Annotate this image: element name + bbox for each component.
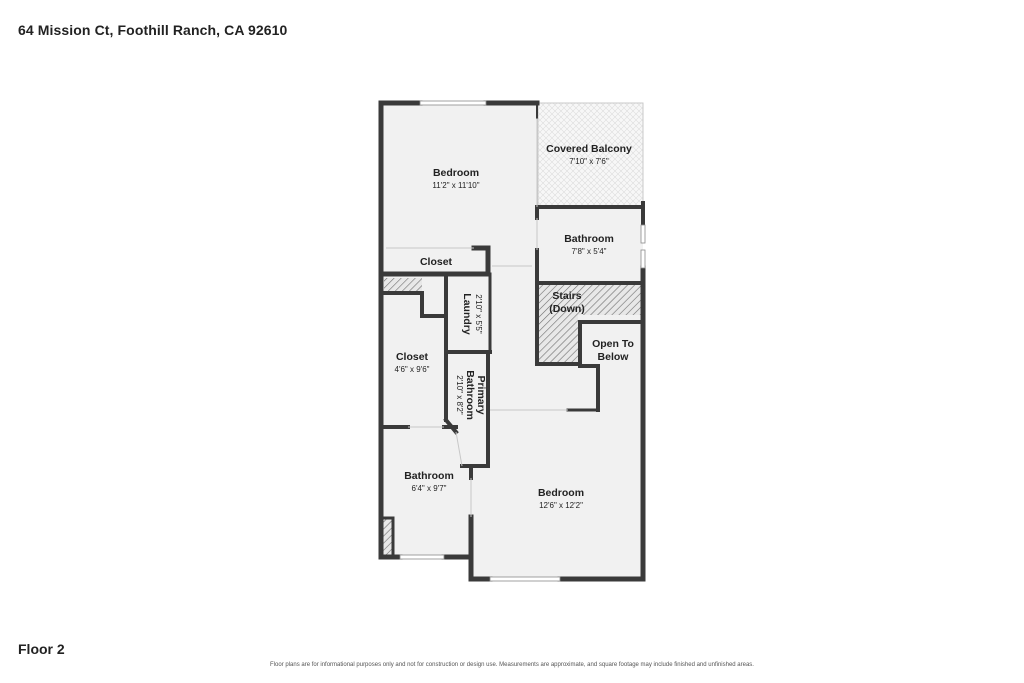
room-bedroom-top: Bedroom 11'2" x 11'10" [432, 167, 479, 190]
room-stairs: Stairs (Down) [549, 290, 585, 315]
room-dimensions: 12'6" x 12'2" [539, 501, 583, 510]
room-name-line1: Open To [592, 338, 634, 350]
closet-hatch [384, 278, 422, 294]
room-name: Closet [396, 351, 429, 363]
room-name-line1: Primary [475, 375, 487, 414]
room-name-line2: (Down) [549, 303, 585, 315]
room-closet-top: Closet [420, 256, 453, 268]
room-bathroom-bottom: Bathroom 6'4" x 9'7" [404, 470, 454, 493]
room-dimensions: 6'4" x 9'7" [412, 484, 447, 493]
room-dimensions: 11'2" x 11'10" [432, 181, 479, 190]
room-name: Laundry [461, 293, 473, 335]
room-name: Covered Balcony [546, 143, 632, 155]
room-name-line1: Stairs [552, 290, 581, 302]
room-name: Bedroom [433, 167, 479, 179]
room-dimensions: 2'10" x 5'5" [474, 294, 483, 334]
room-bathroom-top: Bathroom 7'8" x 5'4" [564, 233, 614, 256]
room-name: Bathroom [564, 233, 614, 245]
walls [378, 100, 646, 582]
room-dimensions: 2'10" x 8'2" [455, 375, 464, 415]
room-dimensions: 7'10" x 7'6" [569, 157, 609, 166]
door-openings [386, 118, 568, 517]
windows [399, 100, 646, 582]
room-name: Bedroom [538, 487, 584, 499]
stairs-hatch-side [538, 285, 578, 363]
covered-balcony-area [537, 102, 644, 208]
room-name: Closet [420, 256, 453, 268]
room-name: Bathroom [404, 470, 454, 482]
room-name-line2: Below [598, 351, 630, 363]
property-address: 64 Mission Ct, Foothill Ranch, CA 92610 [18, 22, 288, 38]
floor-fill [381, 103, 643, 579]
room-covered-balcony: Covered Balcony 7'10" x 7'6" [546, 143, 632, 166]
room-laundry: Laundry 2'10" x 5'5" [461, 293, 483, 335]
room-open-below: Open To Below [592, 338, 634, 363]
room-dimensions: 7'8" x 5'4" [572, 247, 607, 256]
room-name-line2: Bathroom [464, 370, 476, 420]
room-closet-left: Closet 4'6" x 9'6" [395, 351, 430, 374]
room-dimensions: 4'6" x 9'6" [395, 365, 430, 374]
room-primary-bathroom: Primary Bathroom 2'10" x 8'2" [455, 370, 487, 420]
disclaimer-text: Floor plans are for informational purpos… [270, 662, 754, 668]
floor-label: Floor 2 [18, 641, 65, 657]
bath-hatch [383, 518, 393, 556]
room-bedroom-bottom: Bedroom 12'6" x 12'2" [538, 487, 584, 510]
